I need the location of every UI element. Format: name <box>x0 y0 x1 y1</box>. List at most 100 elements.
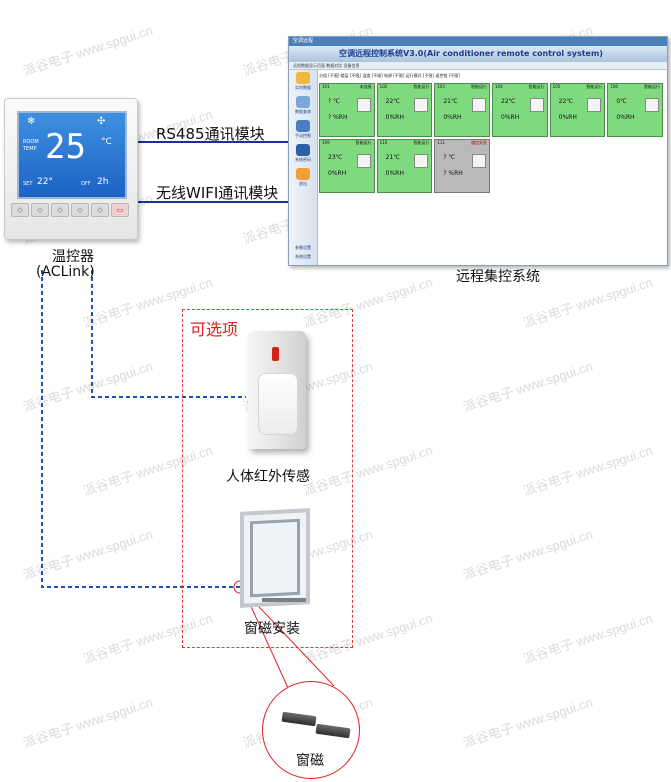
remote-system-window: 空调远程 空调远程控制系统V3.0(Air conditioner remote… <box>288 36 668 266</box>
sidebar-item-label: 系统密码 <box>295 157 311 162</box>
room-label: ROOM <box>23 139 39 145</box>
ac-unit-icon <box>356 154 371 168</box>
pir-sensor-label: 人体红外传感 <box>226 469 310 485</box>
device-status: 智能运行 <box>528 84 545 89</box>
device-card[interactable]: 111 通信失败 ? ℃ ? %RH <box>434 139 490 193</box>
device-id: 111 <box>437 140 445 145</box>
set-value: 22° <box>37 177 53 187</box>
sidebar-item-label: 数据查询 <box>295 109 311 114</box>
device-card[interactable]: 101 未连接 ? ℃ ? %RH <box>319 83 375 137</box>
device-temperature: 21℃ <box>443 98 458 105</box>
fan-icon: ✣ <box>97 116 106 127</box>
sidebar-item-icon <box>296 144 310 156</box>
device-humidity: 0%RH <box>385 170 404 177</box>
ac-unit-icon <box>472 98 486 112</box>
snowflake-icon: ❄ <box>27 116 36 127</box>
current-temperature: 25 <box>45 127 86 167</box>
thermostat-button[interactable]: ◇ <box>91 203 109 217</box>
device-id: 102 <box>379 84 388 89</box>
device-status: 未连接 <box>359 84 372 89</box>
sidebar-item-icon <box>296 96 310 108</box>
device-card-header: 103 智能运行 <box>435 84 489 90</box>
thermostat-model-label: (ACLink) <box>36 264 95 280</box>
sidebar-item[interactable]: 系统密码 <box>289 144 317 166</box>
device-card[interactable]: 103 智能运行 21℃ 0%RH <box>434 83 490 137</box>
thermostat-power-button[interactable]: ▭ <box>111 203 129 217</box>
device-id: 101 <box>322 84 330 89</box>
device-card-header: 109 智能运行 <box>320 140 374 146</box>
window-arm <box>262 598 306 602</box>
ac-unit-icon <box>587 98 602 112</box>
remote-system-label: 远程集控系统 <box>456 269 540 285</box>
sidebar-item[interactable]: 手动控制 <box>289 120 317 142</box>
device-card-header: 111 通信失败 <box>435 140 489 146</box>
thermostat-button[interactable]: ◇ <box>11 203 29 217</box>
ac-unit-icon <box>414 154 429 168</box>
device-id: 110 <box>379 140 388 145</box>
device-temperature: 21℃ <box>385 154 401 161</box>
ac-unit-icon <box>356 98 371 112</box>
ac-unit-icon <box>414 98 429 112</box>
device-card[interactable]: 102 智能运行 22℃ 0%RH <box>376 83 433 137</box>
sidebar-item-icon <box>296 120 310 132</box>
off-label: OFF <box>81 181 91 187</box>
device-humidity: ? %RH <box>328 114 348 121</box>
device-temperature: ? ℃ <box>328 98 340 105</box>
device-status: 通信失败 <box>471 140 487 145</box>
sidebar-item[interactable]: 退出 <box>289 168 317 190</box>
device-temperature: ? ℃ <box>443 154 456 161</box>
window-banner: 空调远程控制系统V3.0(Air conditioner remote cont… <box>289 46 667 62</box>
ac-unit-icon <box>529 98 544 112</box>
window-image <box>240 508 310 608</box>
device-status: 智能运行 <box>644 84 660 89</box>
ac-unit-icon <box>645 98 659 112</box>
device-humidity: ? %RH <box>443 170 463 177</box>
sidebar-item-label: 实时数据 <box>295 85 311 90</box>
device-humidity: 0%RH <box>443 114 462 121</box>
sidebar-item-label: 手动控制 <box>295 133 311 138</box>
thermostat-button[interactable]: ◇ <box>71 203 89 217</box>
device-humidity: 0%RH <box>616 114 635 121</box>
window-menu: 远程数据显示页面 数据对比 设备信息 <box>289 62 667 70</box>
thermostat-button[interactable]: ◇ <box>31 203 49 217</box>
filter-bar[interactable]: 分组 [不限] 楼层 [不限] 温度 [不限] 电源 [不限] 运行模式 [不限… <box>319 73 460 78</box>
sidebar-system-settings[interactable]: 系统设置 <box>295 254 311 259</box>
wifi-label: 无线WIFI通讯模块 <box>156 184 279 202</box>
device-id: 103 <box>437 84 445 89</box>
device-status: 智能运行 <box>355 140 372 145</box>
device-status: 智能运行 <box>586 84 603 89</box>
sidebar-param-settings[interactable]: 参数设置 <box>295 245 311 250</box>
pir-dashed-line <box>91 270 246 398</box>
thermostat-label: 温控器 <box>52 249 94 265</box>
device-card-header: 101 未连接 <box>320 84 374 90</box>
device-temperature: 23℃ <box>328 154 343 161</box>
window-titlebar: 空调远程 <box>289 37 667 46</box>
device-temperature: 22℃ <box>385 98 401 105</box>
set-label: SET <box>23 181 33 187</box>
rs485-label: RS485通讯模块 <box>156 125 265 143</box>
device-humidity: 0%RH <box>558 114 577 121</box>
sidebar-item[interactable]: 数据查询 <box>289 96 317 118</box>
sidebar-item-icon <box>296 168 310 180</box>
device-humidity: 0%RH <box>385 114 404 121</box>
optional-section <box>182 309 353 648</box>
thermostat-button[interactable]: ◇ <box>51 203 69 217</box>
thermostat-device: ❄ ✣ ROOM TEMP 25 °C SET 22° OFF 2h ◇ ◇ ◇… <box>4 98 138 240</box>
sidebar-item-label: 退出 <box>299 181 307 186</box>
device-status: 智能运行 <box>413 84 430 89</box>
device-temperature: 0℃ <box>616 98 627 105</box>
window-sidebar: 实时数据数据查询手动控制系统密码退出 参数设置 系统设置 <box>289 70 318 265</box>
sidebar-item[interactable]: 实时数据 <box>289 72 317 94</box>
optional-label: 可选项 <box>190 320 239 339</box>
temp-label: TEMP <box>23 146 37 152</box>
device-status: 智能运行 <box>471 84 487 89</box>
device-id: 109 <box>322 140 330 145</box>
